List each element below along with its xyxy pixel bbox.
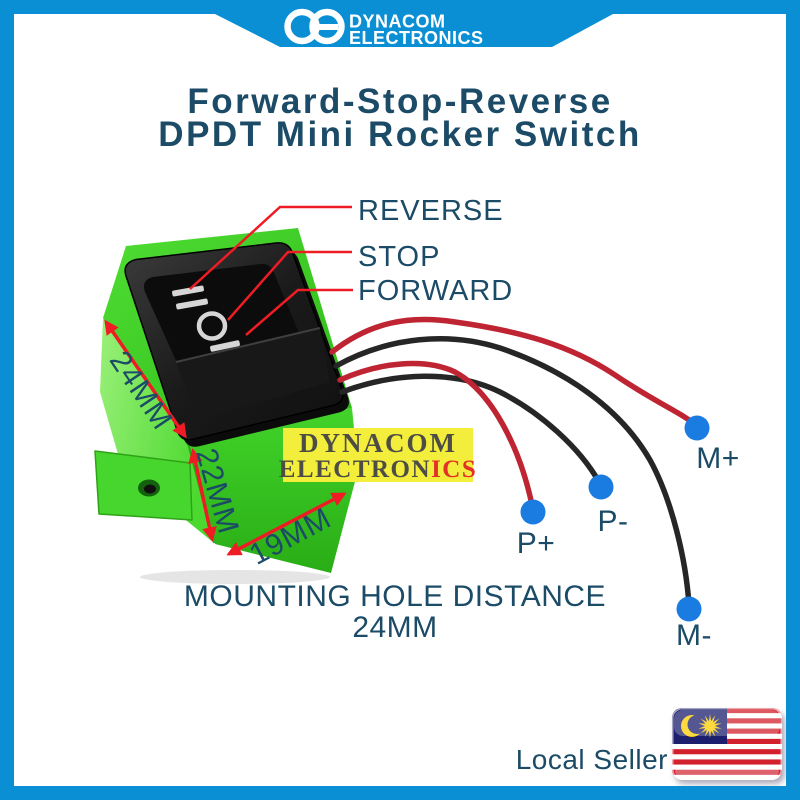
wires [329, 316, 697, 608]
watermark-line1: DYNACOM [299, 428, 457, 458]
reverse-mark-icon [172, 285, 208, 310]
dimension-arrows [104, 319, 347, 556]
watermark-line2-main: ELECTRON [279, 456, 431, 483]
wire-terminals [520, 415, 710, 622]
p-minus-terminal-dot [588, 474, 614, 500]
watermark-line2-accent: ICS [431, 456, 477, 483]
wire-m-plus [329, 316, 697, 427]
rocker-ridge [175, 327, 321, 363]
product-title-line2: DPDT Mini Rocker Switch [158, 115, 642, 154]
stop-callout-line [227, 250, 352, 321]
m-plus-label: M+ [696, 442, 740, 475]
depth-dimension-arrow [104, 319, 187, 439]
watermark-stamp: DYNACOM ELECTRONICS [279, 428, 478, 483]
banner-ribbon [0, 0, 800, 47]
reverse-label: REVERSE [358, 195, 504, 227]
forward-callout-line [245, 288, 353, 336]
wire-m-minus [333, 336, 692, 608]
bottom-border [0, 786, 800, 800]
malaysia-flag-icon [672, 708, 782, 780]
stop-mark-icon [196, 311, 228, 341]
product-title-line1: Forward-Stop-Reverse [187, 82, 613, 121]
mounting-note-line2: 24MM [352, 611, 438, 644]
product-title: Forward-Stop-Reverse DPDT Mini Rocker Sw… [0, 82, 800, 154]
p-plus-label: P+ [517, 527, 556, 560]
rocker-lower-face [176, 328, 330, 420]
width-dimension-arrow [226, 492, 347, 556]
m-minus-terminal-dot [676, 596, 702, 622]
dynacom-rings-icon [284, 8, 345, 45]
watermark-line2: ELECTRONICS [279, 456, 478, 483]
wire-p-minus [339, 373, 602, 485]
forward-label: FORWARD [358, 275, 513, 307]
stop-label: STOP [358, 241, 440, 273]
banner-logo-line2: ELECTRONICS [349, 28, 484, 48]
height-dimension-arrow [188, 448, 217, 542]
m-minus-label: M- [676, 619, 712, 652]
reverse-callout-line [189, 205, 352, 290]
p-minus-label: P- [598, 505, 629, 538]
banner-logo-line1: DYNACOM [349, 12, 446, 32]
mounting-note: MOUNTING HOLE DISTANCE 24MM [0, 581, 790, 643]
p-plus-terminal-dot [520, 499, 546, 525]
watermark-background [283, 428, 473, 482]
callout-lines [189, 205, 353, 336]
left-border [0, 0, 14, 800]
forward-mark-icon [210, 340, 240, 352]
wire-p-plus [337, 360, 535, 508]
right-border [786, 0, 800, 800]
rocker-switch [124, 242, 349, 447]
mounting-note-line1: MOUNTING HOLE DISTANCE [183, 580, 607, 613]
m-plus-terminal-dot [684, 415, 710, 441]
local-seller-label: Local Seller [515, 744, 668, 775]
mounting-hole-center [144, 484, 156, 494]
header-banner: DYNACOM ELECTRONICS [0, 0, 800, 48]
body-shadow [140, 570, 330, 584]
